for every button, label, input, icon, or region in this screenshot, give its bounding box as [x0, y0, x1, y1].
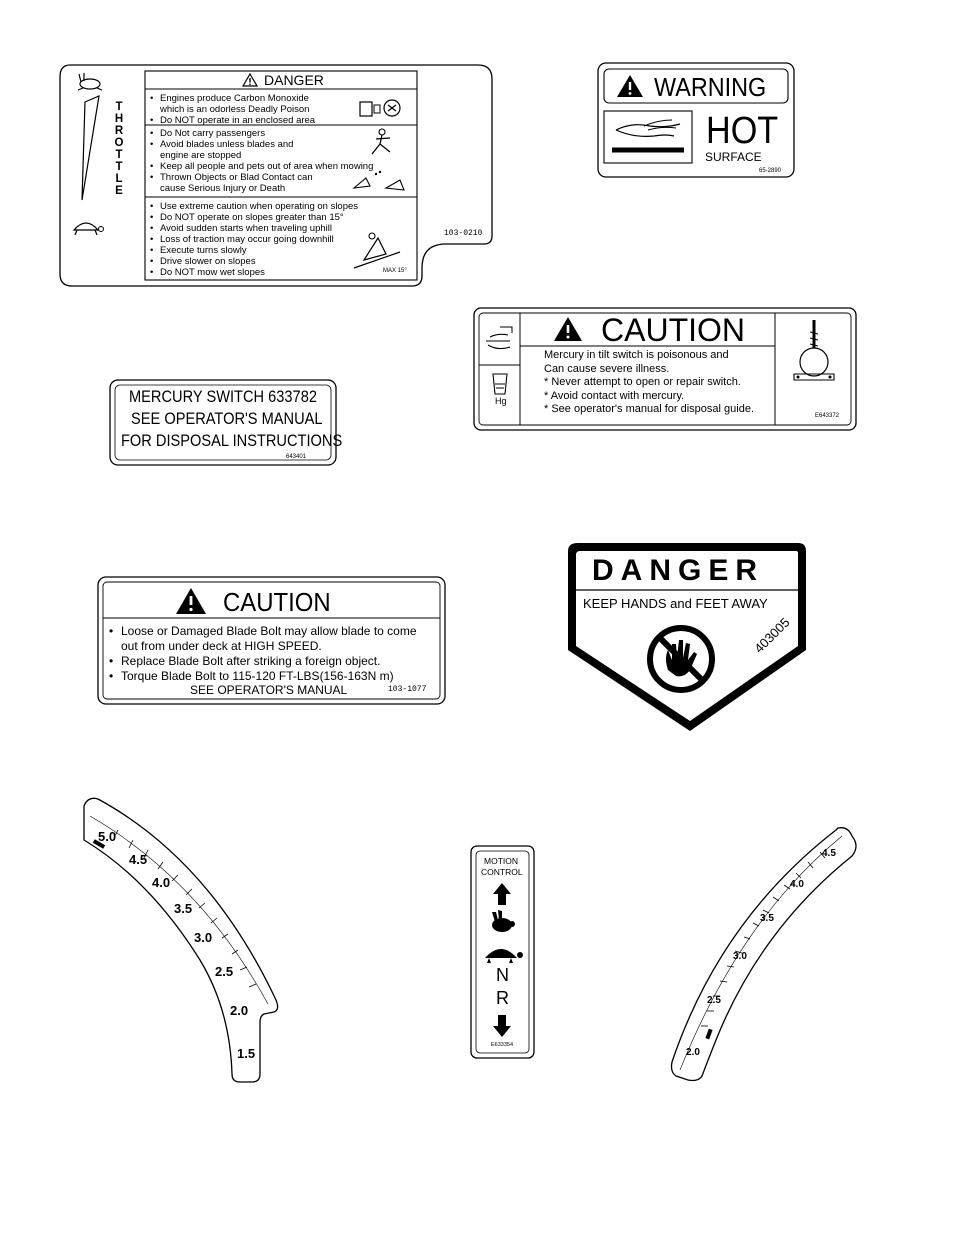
- part-number: 65-2890: [759, 168, 782, 174]
- height-label: 3.5: [174, 901, 193, 916]
- warning-triangle-icon: [176, 588, 206, 614]
- neutral-label: N: [496, 965, 509, 985]
- danger-section-blades: Do Not carry passengers Avoid blades unl…: [149, 128, 373, 194]
- caution-title: CAUTION: [601, 312, 745, 348]
- hand-warning-icon: [486, 326, 513, 350]
- height-label: 1.5: [237, 1046, 256, 1061]
- surface-label: SURFACE: [705, 150, 762, 164]
- manual-footer: SEE OPERATOR'S MANUAL: [190, 683, 348, 697]
- danger-item: Keep all people and pets out of area whe…: [149, 161, 373, 172]
- part-number: E643372: [815, 413, 840, 419]
- warning-triangle-icon: [554, 317, 582, 341]
- throttle-letter: L: [115, 173, 123, 185]
- throttle-letter: R: [114, 125, 124, 137]
- caution-title: CAUTION: [223, 587, 331, 617]
- throttle-letter: O: [114, 137, 124, 149]
- caution-line: Can cause severe illness.: [544, 363, 670, 375]
- hg-label: Hg: [495, 396, 507, 406]
- rabbit-icon: [77, 73, 103, 91]
- danger-subtitle: KEEP HANDS and FEET AWAY: [583, 596, 768, 611]
- danger-item: Loss of traction may occur going downhil…: [149, 234, 358, 245]
- passenger-icon: [371, 128, 391, 155]
- height-label: 4.5: [129, 852, 148, 867]
- caution-line: * See operator's manual for disposal gui…: [544, 403, 755, 415]
- height-label: 4.0: [790, 879, 804, 890]
- mercury-switch-line: FOR DISPOSAL INSTRUCTIONS: [121, 431, 343, 450]
- warning-triangle-icon: [617, 75, 643, 97]
- height-label: 2.0: [230, 1003, 249, 1018]
- danger-title: DANGER: [264, 72, 324, 88]
- mercury-switch-line: MERCURY SWITCH 633782: [129, 387, 317, 406]
- height-label: 4.5: [822, 848, 836, 859]
- slope-mower-icon: [353, 232, 401, 269]
- thrown-objects-icon: [352, 170, 405, 191]
- height-label: 5.0: [98, 829, 117, 844]
- throttle-letter: T: [115, 101, 123, 113]
- danger-item: Do NOT operate on slopes greater than 15…: [149, 212, 358, 223]
- caution-line: Mercury in tilt switch is poisonous and: [544, 349, 729, 361]
- mercury-switch-line: SEE OPERATOR'S MANUAL: [131, 409, 323, 428]
- height-label: 3.0: [733, 951, 747, 962]
- engine-poison-icon: [359, 99, 401, 117]
- height-label: 2.5: [215, 964, 234, 979]
- max-slope-label: MAX 15°: [383, 268, 407, 274]
- caution-item: Replace Blade Bolt after striking a fore…: [108, 654, 417, 669]
- caution-item: Loose or Damaged Blade Bolt may allow bl…: [108, 624, 417, 654]
- reverse-label: R: [496, 988, 509, 1008]
- height-label: 3.5: [760, 913, 774, 924]
- caution-line: * Avoid contact with mercury.: [544, 390, 685, 402]
- part-number: 103-1077: [388, 685, 427, 694]
- motion-control-title: CONTROL: [481, 867, 523, 877]
- mercury-vial-icon: [492, 373, 508, 395]
- tilt-switch-icon: [793, 320, 835, 381]
- caution-item: Torque Blade Bolt to 115-120 FT-LBS(156-…: [108, 669, 417, 684]
- throttle-letter: T: [115, 161, 123, 173]
- warning-title: WARNING: [654, 72, 767, 102]
- turtle-icon: [485, 949, 523, 963]
- danger-item: Do Not carry passengers: [149, 128, 373, 139]
- danger-item: Avoid sudden starts when traveling uphil…: [149, 223, 358, 234]
- throttle-letter: E: [115, 185, 123, 197]
- rabbit-icon: [492, 910, 515, 932]
- throttle-label: T H R O T T L E: [113, 101, 125, 197]
- danger-title: DANGER: [592, 554, 765, 587]
- throttle-letter: H: [114, 113, 124, 125]
- height-label: 3.0: [194, 930, 213, 945]
- throttle-letter: T: [115, 149, 123, 161]
- height-label: 4.0: [152, 875, 171, 890]
- height-label: 2.0: [686, 1047, 700, 1058]
- forward-arrow-icon: [493, 883, 511, 905]
- hot-label: HOT: [706, 110, 779, 152]
- danger-item: Execute turns slowly: [149, 245, 358, 256]
- turtle-icon: [72, 222, 104, 236]
- height-label: 2.5: [707, 995, 721, 1006]
- danger-item: Thrown Objects or Blad Contact cancause …: [149, 172, 373, 194]
- no-hands-icon: [647, 625, 715, 693]
- blade-bolt-items: Loose or Damaged Blade Bolt may allow bl…: [108, 624, 417, 684]
- danger-item: Do NOT operate in an enclosed area: [149, 115, 315, 126]
- danger-item: Do NOT mow wet slopes: [149, 267, 358, 278]
- warning-triangle-icon: [241, 72, 259, 87]
- danger-item: Use extreme caution when operating on sl…: [149, 201, 358, 212]
- motion-control-title: MOTION: [484, 856, 518, 866]
- caution-line: * Never attempt to open or repair switch…: [544, 376, 741, 388]
- hand-icon: [615, 119, 681, 137]
- part-number: E633354: [491, 1042, 514, 1048]
- danger-section-slopes: Use extreme caution when operating on sl…: [149, 201, 358, 278]
- reverse-arrow-icon: [493, 1015, 511, 1037]
- part-number: 643401: [286, 454, 307, 460]
- danger-item: Drive slower on slopes: [149, 256, 358, 267]
- part-number: 103-0210: [444, 229, 483, 238]
